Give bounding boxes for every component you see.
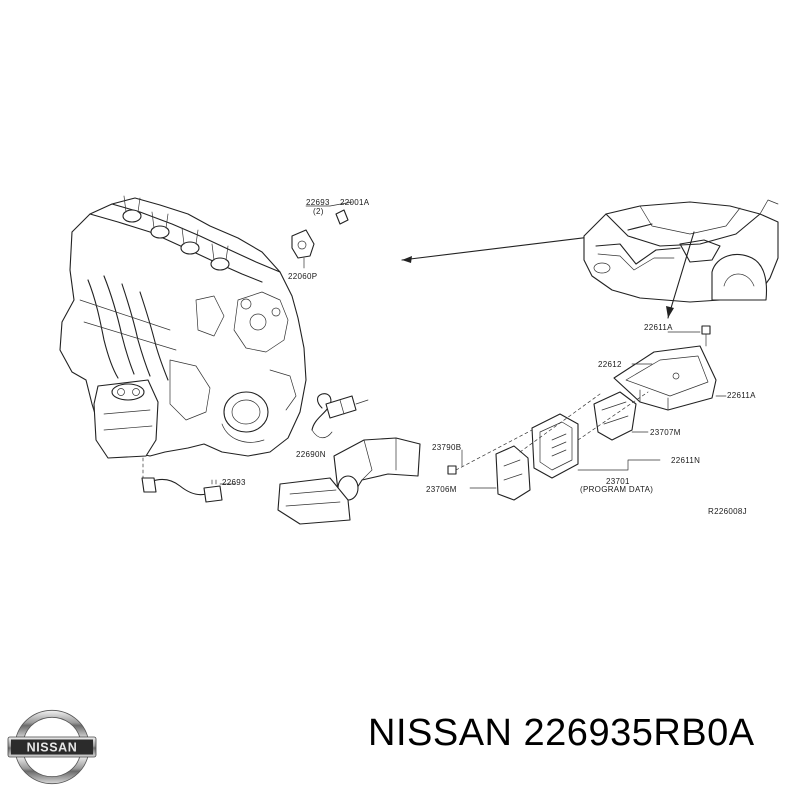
ignition-coils xyxy=(122,195,230,271)
catalytic-converter xyxy=(93,379,159,459)
part-number-caption: NISSAN 226935RB0A xyxy=(368,712,755,754)
knock-sensor-parts xyxy=(291,201,353,269)
heated-oxygen-sensor-22690n xyxy=(311,393,369,439)
label-22693: 22693 xyxy=(222,478,246,487)
vehicle-front-illustration xyxy=(583,199,779,319)
label-program-data: (PROGRAM DATA) xyxy=(580,485,653,494)
label-22060p: 22060P xyxy=(288,272,317,281)
label-22001a: 22001A xyxy=(340,198,370,207)
label-22611n: 22611N xyxy=(671,456,700,465)
label-23790b: 23790B xyxy=(432,443,461,452)
label-23701: 23701 xyxy=(606,477,630,486)
part-labels: 22693 22001A (2) 22060P 22690N 22693 226… xyxy=(222,198,756,516)
exhaust-manifold xyxy=(79,275,177,381)
front-exhaust-pipe xyxy=(277,437,421,525)
label-qty-2: (2) xyxy=(313,207,324,216)
nissan-logo-text: NISSAN xyxy=(27,741,78,755)
label-22611a-right: 22611A xyxy=(727,391,756,400)
ecm-bracket-assembly xyxy=(447,325,727,501)
label-22611a-top: 22611A xyxy=(644,323,673,332)
diagram-reference-code: R226008J xyxy=(708,507,747,516)
label-23707m: 23707M xyxy=(650,428,681,437)
label-22690n: 22690N xyxy=(296,450,326,459)
label-22693-upper: 22693 xyxy=(306,198,330,207)
engine-illustration xyxy=(59,195,307,481)
air-fuel-ratio-sensor-22693 xyxy=(141,477,237,503)
nissan-logo: NISSAN xyxy=(7,709,97,785)
label-23706m: 23706M xyxy=(426,485,457,494)
label-22612: 22612 xyxy=(598,360,622,369)
